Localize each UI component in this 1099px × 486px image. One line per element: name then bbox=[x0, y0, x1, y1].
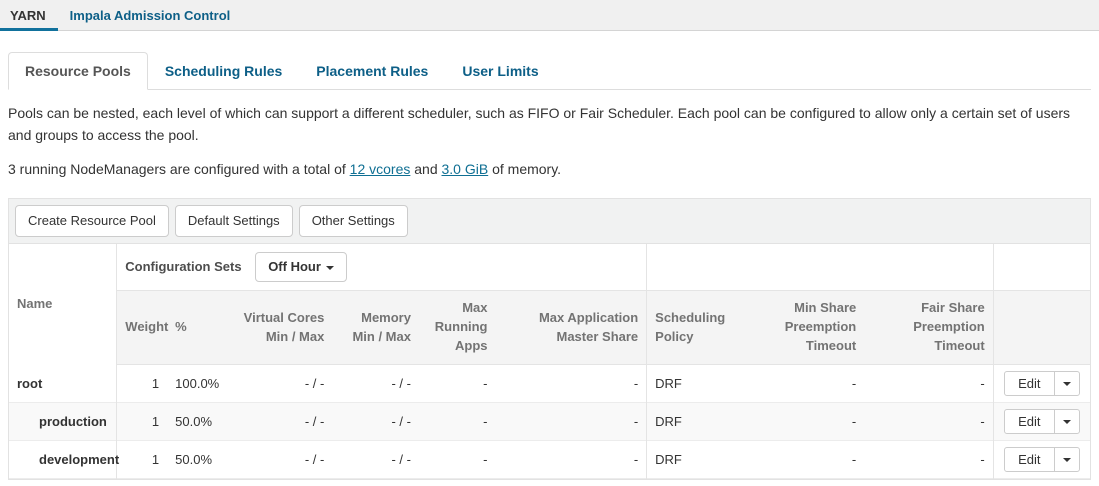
table-header: Name Configuration Sets Off Hour Weight … bbox=[9, 244, 1090, 365]
column-memory: Memory Min / Max bbox=[332, 290, 419, 365]
config-nav-tabs: Resource Pools Scheduling Rules Placemen… bbox=[8, 52, 1091, 90]
pool-fair-share-timeout: - bbox=[864, 364, 994, 403]
pool-max-running-apps: - bbox=[483, 375, 488, 391]
column-actions bbox=[993, 290, 1090, 365]
pool-weight: 1 bbox=[151, 451, 160, 467]
pool-min-share-timeout: - bbox=[851, 413, 857, 429]
header-spacer-actions bbox=[993, 244, 1090, 292]
edit-dropdown-button[interactable] bbox=[1053, 446, 1080, 472]
edit-button[interactable]: Edit bbox=[1004, 408, 1055, 434]
default-settings-button[interactable]: Default Settings bbox=[174, 205, 293, 238]
configuration-set-dropdown[interactable]: Off Hour bbox=[255, 252, 347, 283]
resource-pools-panel: Create Resource Pool Default Settings Ot… bbox=[8, 198, 1091, 480]
pool-fair-share-timeout: - bbox=[864, 440, 994, 479]
pool-percent: 50.0% bbox=[175, 451, 213, 467]
pool-name: root bbox=[9, 364, 118, 403]
configuration-set-selected: Off Hour bbox=[268, 259, 321, 275]
other-settings-button[interactable]: Other Settings bbox=[298, 205, 408, 238]
edit-split-button: Edit bbox=[1004, 408, 1080, 434]
vcores-link[interactable]: 12 vcores bbox=[349, 161, 411, 178]
pool-scheduling-policy: DRF bbox=[655, 413, 682, 429]
configuration-sets-row: Name Configuration Sets Off Hour bbox=[9, 244, 1090, 365]
tab-yarn[interactable]: YARN bbox=[0, 0, 58, 31]
summary-suffix: of memory. bbox=[488, 161, 562, 178]
resource-pools-table: Name Configuration Sets Off Hour Weight … bbox=[9, 244, 1090, 479]
summary-prefix: 3 running NodeManagers are configured wi… bbox=[8, 161, 350, 178]
pool-max-am-share: - bbox=[495, 364, 648, 403]
pool-min-share-timeout: - bbox=[851, 375, 857, 391]
memory-link[interactable]: 3.0 GiB bbox=[441, 161, 489, 178]
pool-name: development bbox=[9, 440, 119, 479]
pool-toolbar: Create Resource Pool Default Settings Ot… bbox=[9, 199, 1090, 245]
column-weight: Weight bbox=[116, 290, 168, 365]
tab-impala-admission-control[interactable]: Impala Admission Control bbox=[69, 8, 231, 23]
intro-section: Pools can be nested, each level of which… bbox=[8, 103, 1091, 181]
caret-down-icon bbox=[1062, 458, 1071, 463]
pool-vcores: - / - bbox=[304, 413, 325, 429]
pool-vcores: - / - bbox=[304, 451, 325, 467]
pool-memory: - / - bbox=[391, 451, 411, 467]
column-min-share-timeout: Min Share Preemption Timeout bbox=[735, 290, 865, 365]
pool-actions: Edit bbox=[993, 364, 1090, 402]
pool-actions: Edit bbox=[993, 402, 1090, 440]
column-scheduling-policy: Scheduling Policy bbox=[646, 290, 736, 365]
pools-description: Pools can be nested, each level of which… bbox=[8, 105, 1071, 143]
pool-percent: 50.0% bbox=[175, 413, 213, 429]
create-resource-pool-button[interactable]: Create Resource Pool bbox=[15, 205, 169, 238]
edit-button[interactable]: Edit bbox=[1004, 446, 1055, 472]
tab-scheduling-rules[interactable]: Scheduling Rules bbox=[164, 63, 283, 79]
pool-scheduling-policy: DRF bbox=[655, 451, 682, 467]
caret-down-icon bbox=[1062, 420, 1071, 425]
pool-scheduling-policy: DRF bbox=[655, 375, 682, 391]
pool-name: production bbox=[9, 402, 118, 441]
configuration-sets-cell: Configuration Sets Off Hour bbox=[116, 244, 648, 292]
caret-down-icon bbox=[1062, 382, 1071, 387]
pool-weight: 1 bbox=[151, 375, 160, 391]
edit-dropdown-button[interactable] bbox=[1053, 408, 1080, 434]
edit-split-button: Edit bbox=[1004, 370, 1080, 396]
column-vcores: Virtual Cores Min / Max bbox=[227, 290, 333, 365]
pool-max-running-apps: - bbox=[483, 413, 488, 429]
service-tab-strip: YARN Impala Admission Control bbox=[0, 0, 1099, 31]
pool-fair-share-timeout: - bbox=[864, 402, 994, 441]
pool-actions: Edit bbox=[993, 440, 1090, 478]
pool-max-am-share: - bbox=[495, 440, 648, 479]
pool-max-am-share: - bbox=[495, 402, 648, 441]
tab-placement-rules[interactable]: Placement Rules bbox=[316, 63, 429, 79]
caret-down-icon bbox=[325, 265, 334, 270]
tab-user-limits[interactable]: User Limits bbox=[462, 63, 539, 79]
column-name: Name bbox=[9, 244, 118, 365]
summary-and: and bbox=[410, 161, 442, 178]
page-content: Resource Pools Scheduling Rules Placemen… bbox=[0, 52, 1099, 480]
edit-dropdown-button[interactable] bbox=[1053, 370, 1080, 396]
column-max-am-share: Max Application Master Share bbox=[495, 290, 648, 365]
column-percent: % bbox=[167, 290, 228, 365]
pool-min-share-timeout: - bbox=[851, 451, 857, 467]
edit-split-button: Edit bbox=[1004, 446, 1080, 472]
pool-max-running-apps: - bbox=[483, 451, 488, 467]
nodemanager-summary: 3 running NodeManagers are configured wi… bbox=[8, 159, 1091, 181]
column-fair-share-timeout: Fair Share Preemption Timeout bbox=[864, 290, 994, 365]
pool-percent: 100.0% bbox=[175, 375, 220, 391]
pool-memory: - / - bbox=[391, 413, 411, 429]
column-max-running-apps: Max Running Apps bbox=[418, 290, 496, 365]
edit-button[interactable]: Edit bbox=[1004, 370, 1055, 396]
column-header-row: Weight % Virtual Cores Min / Max Memory … bbox=[9, 290, 1090, 365]
configuration-sets-label: Configuration Sets bbox=[125, 259, 242, 275]
pool-vcores: - / - bbox=[304, 375, 325, 391]
tab-resource-pools[interactable]: Resource Pools bbox=[8, 52, 148, 90]
header-spacer bbox=[646, 244, 994, 292]
pool-weight: 1 bbox=[151, 413, 160, 429]
pool-memory: - / - bbox=[391, 375, 411, 391]
